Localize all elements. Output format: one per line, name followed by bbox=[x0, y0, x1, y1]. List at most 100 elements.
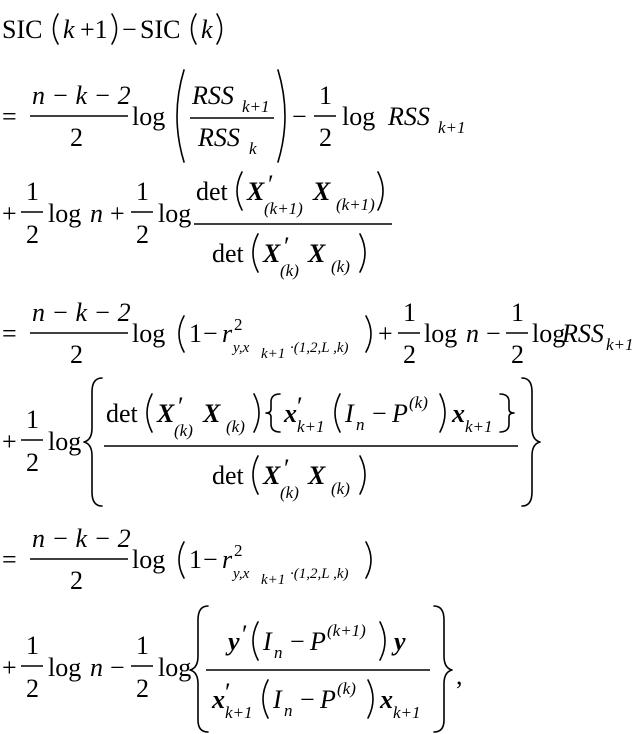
big-brace-close bbox=[521, 377, 541, 507]
prime-mark: ′ bbox=[268, 170, 274, 199]
frac-den-two: 2 bbox=[70, 566, 83, 595]
frac-num-one: 1 bbox=[511, 298, 524, 327]
sub-k1: k+1 bbox=[465, 417, 493, 436]
log-op: log bbox=[132, 319, 165, 348]
equation-line-2: + 1 2 log n + 1 2 log det X ′ (k+1) X (k… bbox=[2, 170, 392, 280]
sub-n: n bbox=[356, 415, 365, 434]
var-n: n bbox=[466, 319, 479, 348]
plus-sign: + bbox=[378, 319, 393, 348]
var-n: n bbox=[90, 199, 103, 228]
sub-pk: (k) bbox=[226, 417, 245, 436]
sup-pk1: (k+1) bbox=[327, 621, 366, 640]
vector-x: x bbox=[283, 399, 297, 428]
frac-den-two: 2 bbox=[511, 340, 524, 369]
frac-den-two: 2 bbox=[26, 220, 39, 249]
var-k: k bbox=[63, 15, 75, 44]
matrix-x: X bbox=[262, 239, 281, 268]
sub-n: n bbox=[274, 643, 283, 662]
matrix-x: X bbox=[262, 461, 281, 490]
num-one: 1 bbox=[189, 545, 202, 574]
paren-open bbox=[252, 455, 259, 495]
identity-i: I bbox=[272, 685, 283, 714]
r-sub: y,x bbox=[231, 566, 250, 582]
paren-close bbox=[365, 315, 372, 353]
minus-sign: − bbox=[486, 319, 501, 348]
paren-open bbox=[146, 393, 153, 433]
rss-label: RSS bbox=[561, 319, 604, 348]
frac-den-two: 2 bbox=[403, 340, 416, 369]
plus-sign: + bbox=[2, 199, 17, 228]
paren-open bbox=[178, 315, 185, 353]
sub-k1: k+1 bbox=[438, 118, 466, 137]
det-op: det bbox=[212, 239, 245, 268]
matrix-x: X bbox=[156, 399, 175, 428]
var-r: r bbox=[222, 319, 233, 348]
det-op: det bbox=[106, 399, 139, 428]
paren-close bbox=[359, 233, 366, 273]
paren-close bbox=[377, 171, 384, 211]
sub-k1: k+1 bbox=[606, 335, 634, 354]
proj-p: P bbox=[391, 399, 408, 428]
paren-open bbox=[252, 621, 259, 661]
frac-num-one: 1 bbox=[136, 177, 149, 206]
var-n: n bbox=[90, 653, 103, 682]
prime-mark: ′ bbox=[284, 454, 290, 483]
log-op: log bbox=[48, 199, 81, 228]
matrix-x: X bbox=[307, 239, 326, 268]
num-one: 1 bbox=[189, 319, 202, 348]
log-op: log bbox=[48, 653, 81, 682]
matrix-x: X bbox=[246, 177, 265, 206]
r-sub-k1: k+1 bbox=[261, 572, 285, 588]
sic-label: SIC bbox=[2, 15, 42, 44]
var-k: k bbox=[201, 15, 213, 44]
r-sub-k1: k+1 bbox=[261, 346, 285, 362]
log-op: log bbox=[532, 319, 565, 348]
big-paren-close bbox=[277, 69, 286, 163]
paren-open bbox=[52, 13, 59, 45]
frac-den-two: 2 bbox=[70, 123, 83, 152]
frac-num-nk2: n − k − 2 bbox=[32, 81, 131, 110]
vector-x: x bbox=[451, 399, 465, 428]
big-paren-open bbox=[176, 69, 185, 163]
trailing-comma: , bbox=[456, 661, 463, 690]
frac-num-nk2: n − k − 2 bbox=[32, 524, 131, 553]
vector-y: y bbox=[391, 627, 406, 656]
identity-i: I bbox=[344, 399, 355, 428]
sic-label: SIC bbox=[140, 15, 180, 44]
brace-close bbox=[499, 393, 515, 433]
frac-num-one: 1 bbox=[136, 631, 149, 660]
plus-sign: + bbox=[2, 653, 17, 682]
paren-close bbox=[367, 679, 374, 719]
paren-close bbox=[253, 393, 260, 433]
prime-mark: ′ bbox=[284, 232, 290, 261]
minus-sign: − bbox=[292, 102, 307, 131]
frac-num-one: 1 bbox=[26, 631, 39, 660]
paren-close bbox=[439, 393, 446, 433]
sub-k1: k+1 bbox=[242, 97, 270, 116]
paren-close bbox=[379, 621, 386, 661]
sub-pk: (k) bbox=[331, 257, 350, 276]
equals-sign: = bbox=[2, 102, 17, 131]
r-sub-set: ·(1,2,L ,k) bbox=[290, 566, 348, 582]
prime-mark: ′ bbox=[242, 620, 248, 649]
sub-pk: (k) bbox=[174, 421, 193, 440]
brace-open bbox=[265, 393, 281, 433]
frac-den-two: 2 bbox=[319, 123, 332, 152]
log-op: log bbox=[158, 653, 191, 682]
frac-den-two: 2 bbox=[136, 674, 149, 703]
sub-pk1: (k+1) bbox=[336, 195, 375, 214]
equation-line-0: SIC k +1 − SIC k bbox=[2, 13, 223, 45]
log-op: log bbox=[48, 427, 81, 456]
vector-y: y bbox=[225, 627, 240, 656]
sub-pk: (k) bbox=[331, 479, 350, 498]
matrix-x: X bbox=[202, 399, 221, 428]
minus-sign: − bbox=[203, 545, 218, 574]
equals-sign: = bbox=[2, 545, 17, 574]
sub-n: n bbox=[284, 701, 293, 720]
paren-open bbox=[334, 393, 341, 433]
sup-2: 2 bbox=[234, 541, 243, 560]
frac-den-two: 2 bbox=[26, 448, 39, 477]
prime-mark: ′ bbox=[225, 678, 231, 707]
log-op: log bbox=[424, 319, 457, 348]
